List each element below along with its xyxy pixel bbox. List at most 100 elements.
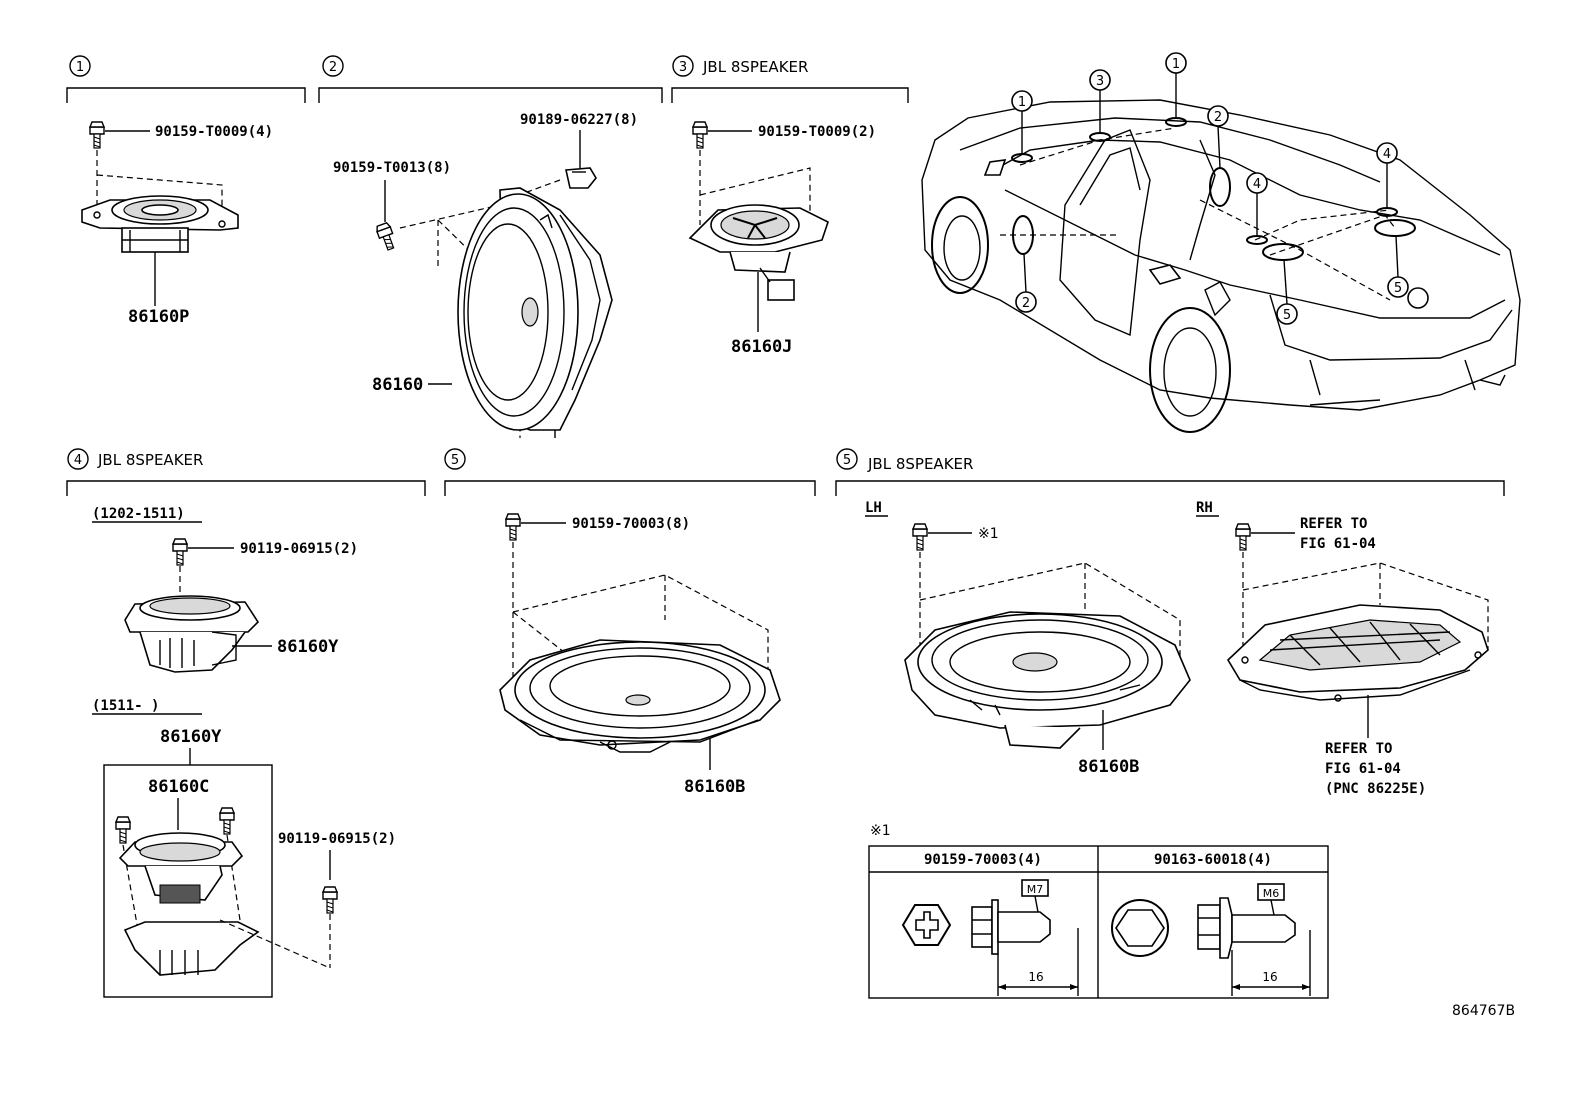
section-4: 4 JBL 8SPEAKER (1202-1511) 90119-06915(2… [66,448,426,998]
length-col-2: 16 [1262,970,1277,984]
svg-text:1: 1 [1172,57,1180,72]
assembly-box [103,764,273,998]
section-3-title: JBL 8SPEAKER [702,58,808,76]
section-5-jbl-title: JBL 8SPEAKER [867,455,973,473]
section-5: 5 90159-70003(8) 86160B [444,448,816,797]
speaker-location-1-right [1165,117,1187,127]
svg-text:5: 5 [1394,281,1402,296]
car-callout: 5 [1387,235,1409,298]
part-number-86160Y: 86160Y [277,637,339,657]
section-5-jbl-number: 5 [843,453,851,468]
part-number-86160C: 86160C [148,777,209,797]
speaker-location-4-left [1246,235,1268,245]
bolt-icon [172,538,188,566]
date-range-2: (1511- ) [92,698,159,714]
rh-bolt-refer-to: REFER TO [1300,516,1367,532]
diagram-code: 864767B [1452,1003,1515,1019]
oval-speaker-86160B-icon [499,542,781,753]
part-number-86160J: 86160J [731,337,792,357]
part-number-86160Y-assembly: 86160Y [160,727,222,747]
part-number-90189-06227: 90189-06227(8) [520,112,638,128]
phillips-head-icon [901,904,952,946]
bolt-icon [505,513,521,541]
part-number-86160B-lh: 86160B [1078,757,1139,777]
rh-label: RH [1196,500,1213,516]
screw-icon [115,816,131,844]
part-number-90159-T0009-2: 90159-T0009(2) [758,124,876,140]
oval-speaker-lh-86160B-icon [904,552,1191,749]
tweeter-86160C-icon [118,832,331,976]
part-number-90119-06915-2: 90119-06915(2) [278,831,396,847]
svg-text:4: 4 [1383,147,1391,162]
bolt-icon [89,121,105,149]
car-callout: 4 [1376,142,1398,208]
section-5-jbl: 5 JBL 8SPEAKER LH ※1 86160B RH REFER TO … [835,448,1505,797]
section-3: 3 JBL 8SPEAKER 90159-T0009(2) 86160J [671,55,909,357]
tweeter-86160P-icon [81,150,239,253]
svg-text:2: 2 [1022,296,1030,311]
car-callout: 2 [1207,105,1229,169]
section-5-jbl-header: 5 JBL 8SPEAKER [835,448,1505,496]
table-marker: ※1 [870,823,891,839]
svg-text:1: 1 [1018,95,1026,110]
hex-head-icon [1111,899,1169,957]
speaker-location-2-left [1012,215,1034,255]
thread-size-m7: M7 [1027,883,1044,896]
vehicle-speaker-locations: 1 3 1 2 4 4 2 5 5 [921,52,1521,433]
lh-label: LH [865,500,882,516]
car-callout: 5 [1276,259,1298,325]
car-callout: 4 [1246,172,1268,236]
part-number-90159-T0009: 90159-T0009(4) [155,124,273,140]
car-callout: 3 [1089,69,1111,133]
rh-refer-to: REFER TO [1325,741,1392,757]
bolt-icon [912,523,928,551]
table-col-1-part: 90159-70003(4) [924,852,1042,868]
section-5-number: 5 [451,453,459,468]
bolt-icon [692,121,708,149]
section-3-number: 3 [679,60,687,75]
screw-icon [219,807,235,835]
rh-fig-ref: FIG 61-04 [1325,761,1401,777]
screw-icon [374,221,399,253]
svg-text:2: 2 [1214,110,1222,125]
tweeter-86160J-icon [688,150,829,301]
car-callout: 2 [1015,253,1037,313]
part-number-90159-T0013: 90159-T0013(8) [333,160,451,176]
section-3-header: 3 JBL 8SPEAKER [671,55,909,103]
length-col-1: 16 [1028,970,1043,984]
speaker-bracket-rh-icon [1226,552,1489,702]
section-1-header: 1 [66,55,306,103]
section-2: 2 90189-06227(8) 90159-T0013(8) 86160 [318,55,663,438]
lh-bolt-reference: ※1 [978,526,999,542]
tweeter-86160Y-icon [124,595,260,673]
section-1-number: 1 [76,60,84,75]
clip-nut-icon [565,167,597,189]
part-number-86160: 86160 [372,375,423,395]
flange-bolt-m7-icon [971,879,1079,996]
section-2-header: 2 [318,55,663,103]
rh-bolt-fig-ref: FIG 61-04 [1300,536,1376,552]
svg-text:4: 4 [1253,177,1261,192]
part-number-90159-70003: 90159-70003(8) [572,516,690,532]
section-2-number: 2 [329,60,337,75]
part-number-86160B: 86160B [684,777,745,797]
car-callout: 1 [1011,90,1033,154]
section-4-number: 4 [74,453,82,468]
section-4-title: JBL 8SPEAKER [97,451,203,469]
speaker-location-5-left [1262,243,1304,261]
fastener-table: ※1 90159-70003(4) 90163-60018(4) M7 16 [868,823,1329,999]
svg-text:3: 3 [1096,74,1104,89]
section-1: 1 90159-T0009(4) 86160P [66,55,306,327]
bolt-icon [322,886,338,914]
flange-bolt-m6-icon [1197,883,1311,996]
car-body-icon [921,99,1521,433]
car-callout: 1 [1165,52,1187,118]
door-speaker-86160-icon [437,187,613,438]
speaker-location-2-right [1209,167,1231,207]
svg-text:5: 5 [1283,308,1291,323]
section-5-header: 5 [444,448,816,496]
part-number-90119-06915: 90119-06915(2) [240,541,358,557]
table-col-2-part: 90163-60018(4) [1154,852,1272,868]
date-range-1: (1202-1511) [92,506,185,522]
